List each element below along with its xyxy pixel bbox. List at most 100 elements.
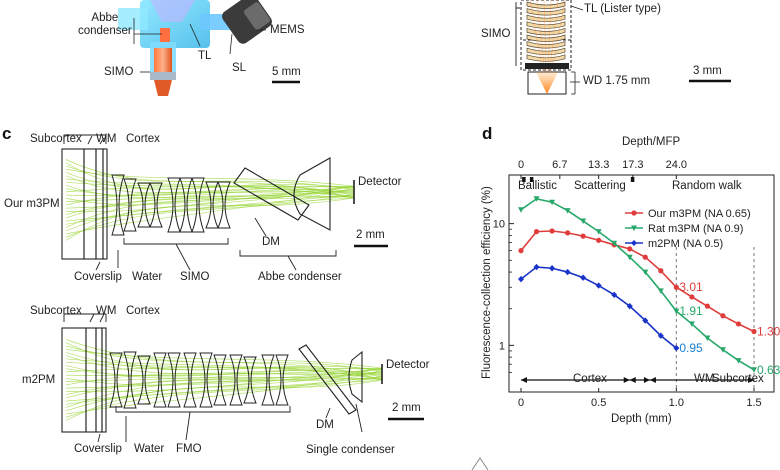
data-point xyxy=(611,291,618,299)
data-point xyxy=(565,230,571,236)
simo-lens-black xyxy=(525,63,569,69)
optical-ray xyxy=(65,185,355,232)
optical-ray xyxy=(65,186,355,193)
data-point xyxy=(564,208,571,214)
label-mems: MEMS xyxy=(270,24,305,36)
label-our-m3pm: Our m3PM xyxy=(4,198,60,210)
series-line xyxy=(520,266,677,349)
optical-ray xyxy=(65,190,355,215)
lens-element xyxy=(123,351,137,409)
optical-ray xyxy=(65,194,355,238)
top-tick-label: 17.3 xyxy=(622,159,643,171)
excitation-beam xyxy=(160,28,170,42)
optical-ray xyxy=(65,376,383,418)
simo-tip xyxy=(154,80,172,96)
legend-label: Rat m3PM (NA 0.9) xyxy=(648,223,743,235)
optical-ray xyxy=(65,195,355,202)
mems-mirror xyxy=(243,2,271,30)
x-tick-label: 1.5 xyxy=(746,397,761,409)
x-tick-label: 1.0 xyxy=(669,397,684,409)
optical-ray xyxy=(65,165,355,190)
lens-element xyxy=(167,352,181,408)
wm-arrow-head-right xyxy=(643,377,650,383)
data-point xyxy=(720,313,726,319)
ray-bundle-top xyxy=(65,159,355,241)
label-single-condenser: Single condenser xyxy=(306,444,395,456)
data-point xyxy=(642,254,648,260)
dichroic-mirror xyxy=(150,0,195,22)
lens-element xyxy=(205,181,219,229)
optical-ray xyxy=(65,370,383,415)
data-point xyxy=(533,196,540,202)
dm-top xyxy=(233,167,310,221)
chart-x-axis-label: Depth (mm) xyxy=(611,413,672,425)
value-annotation: 0.95 xyxy=(679,341,703,355)
data-point xyxy=(673,308,680,315)
label-c-top-detector: Detector xyxy=(358,176,402,188)
label-c-top-simo: SIMO xyxy=(180,271,210,283)
optical-ray xyxy=(65,172,355,190)
region-random-walk: Random walk xyxy=(672,180,742,192)
panel-b-illustration xyxy=(515,0,731,95)
chart-top-axis-label: Depth/MFP xyxy=(622,136,681,148)
optical-ray xyxy=(65,197,355,222)
region-subcortex: Subcortex xyxy=(712,373,764,385)
label-c-bot-scale: 2 mm xyxy=(392,402,421,414)
legend-marker xyxy=(631,240,637,246)
legend-label: m2PM (NA 0.5) xyxy=(648,238,723,250)
chart-y-axis-label: Fluorescence-collection efficiency (%) xyxy=(481,186,493,379)
data-point xyxy=(595,282,602,289)
data-point xyxy=(518,248,524,254)
optical-ray xyxy=(65,162,355,196)
lens-element xyxy=(111,174,125,236)
region-boundary-marker xyxy=(529,177,534,182)
subcortex-arrow-head-left xyxy=(649,377,656,383)
region-cortex: Cortex xyxy=(573,373,607,385)
cortex-arrow-head-left xyxy=(521,377,527,383)
lens-element xyxy=(217,181,231,229)
data-point xyxy=(549,228,555,234)
data-point xyxy=(564,268,571,276)
optical-ray xyxy=(65,195,355,219)
data-point xyxy=(580,218,587,225)
legend-marker xyxy=(631,225,637,231)
optical-ray xyxy=(65,372,383,395)
label-c-top-dm: DM xyxy=(262,236,280,248)
panel-d-letter: d xyxy=(482,124,493,143)
ray-bundle-bottom xyxy=(65,339,383,421)
data-point xyxy=(595,229,602,235)
value-annotation: 0.63 xyxy=(757,363,780,377)
simo-lenses-top xyxy=(111,174,231,236)
optical-ray xyxy=(65,191,355,206)
label-c-top-scale: 2 mm xyxy=(356,229,385,241)
optical-ray xyxy=(65,367,383,412)
optical-ray xyxy=(65,188,355,228)
value-annotation: 1.91 xyxy=(679,304,703,318)
data-point xyxy=(596,237,602,243)
value-annotation: 1.30 xyxy=(757,324,780,338)
lens-element xyxy=(123,178,137,232)
simo-lens-element xyxy=(526,47,566,56)
data-point xyxy=(533,229,540,235)
optical-ray xyxy=(65,370,383,408)
data-point xyxy=(518,207,524,213)
data-point xyxy=(627,246,633,252)
bottom-caret xyxy=(471,457,489,470)
data-point xyxy=(658,268,664,274)
label-b-wd: WD 1.75 mm xyxy=(583,75,651,87)
optical-ray xyxy=(65,376,383,405)
data-point xyxy=(704,335,711,341)
label-c-bot-water: Water xyxy=(134,443,165,455)
data-point xyxy=(688,321,695,327)
legend-marker xyxy=(631,210,637,216)
label-c-top-subcortex: Subcortex xyxy=(30,133,82,145)
value-annotation: 3.01 xyxy=(679,280,703,294)
label-c-top-cortex: Cortex xyxy=(126,133,160,145)
simo-lens-element xyxy=(526,1,566,9)
series-line xyxy=(520,230,755,333)
label-c-top-wm: WM xyxy=(96,133,117,145)
label-c-bot-cortex: Cortex xyxy=(126,305,160,317)
label-a-tl: TL xyxy=(198,50,212,62)
data-point xyxy=(549,265,556,272)
